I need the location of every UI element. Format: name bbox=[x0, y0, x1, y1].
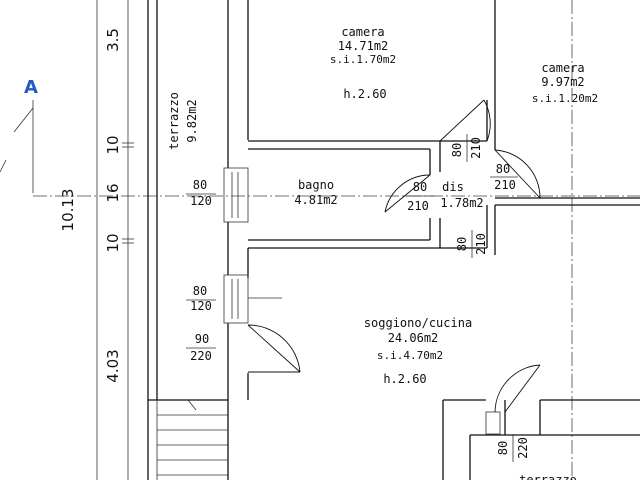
room-height: h.2.60 bbox=[343, 87, 386, 101]
opening-width: 80 bbox=[193, 284, 207, 298]
door-swing bbox=[384, 174, 431, 213]
room-height: h.2.60 bbox=[383, 372, 426, 386]
room-name: camera bbox=[341, 25, 384, 39]
room-si: s.i.4.70m2 bbox=[377, 349, 443, 362]
window-bagno bbox=[223, 167, 249, 223]
walls bbox=[147, 0, 640, 480]
room-terrazzo-1: terrazzo 9.82m2 bbox=[167, 92, 199, 150]
door-swing bbox=[483, 99, 491, 142]
room-name: terrazzo bbox=[519, 473, 577, 480]
staircase bbox=[156, 399, 228, 480]
windows bbox=[223, 167, 501, 435]
opening-width: 80 bbox=[496, 441, 510, 455]
room-bagno: bagno 4.81m2 bbox=[294, 178, 337, 207]
doors bbox=[247, 99, 541, 413]
opening-height: 120 bbox=[190, 194, 212, 208]
room-name: camera bbox=[541, 61, 584, 75]
opening-width: 80 bbox=[193, 178, 207, 192]
dimension-wall-b: 10 bbox=[104, 233, 122, 252]
room-terrazzo-2: terrazzo bbox=[519, 473, 577, 480]
room-soggiorno: soggiono/cucina 24.06m2 s.i.4.70m2 h.2.6… bbox=[364, 316, 472, 386]
opening-width: 80 bbox=[496, 162, 510, 176]
room-area: 14.71m2 bbox=[338, 39, 389, 53]
dimension-chain: 3.5 10 16 10 4.03 10.13 bbox=[59, 0, 134, 480]
opening-height: 210 bbox=[407, 199, 429, 213]
opening-height: 220 bbox=[190, 349, 212, 363]
window-terrazzo bbox=[485, 411, 501, 435]
opening-labels: 80 210 80 210 80 210 80 210 80 120 80 12… bbox=[186, 134, 530, 462]
opening-width: 90 bbox=[195, 332, 209, 346]
opening-height: 210 bbox=[494, 178, 516, 192]
room-area: 9.97m2 bbox=[541, 75, 584, 89]
window-soggiorno bbox=[223, 274, 249, 324]
room-name: bagno bbox=[298, 178, 334, 192]
section-marker-label: A bbox=[24, 77, 38, 98]
door-leaf bbox=[247, 324, 301, 373]
opening-height: 120 bbox=[190, 299, 212, 313]
stair-arrow bbox=[187, 399, 197, 411]
section-arrow bbox=[13, 107, 34, 133]
door-leaf bbox=[494, 149, 541, 199]
room-si: s.i.1.70m2 bbox=[330, 53, 396, 66]
opening-width: 80 bbox=[413, 180, 427, 194]
opening-height: 220 bbox=[516, 437, 530, 459]
door-leaf bbox=[504, 364, 541, 413]
room-dis: dis 1.78m2 bbox=[440, 180, 483, 210]
dimension-top: 3.5 bbox=[104, 28, 122, 52]
room-camera-1: camera 14.71m2 s.i.1.70m2 h.2.60 bbox=[330, 25, 396, 101]
door-leaf bbox=[439, 99, 485, 142]
dimension-corridor: 16 bbox=[104, 183, 122, 202]
section-tick bbox=[0, 159, 7, 173]
room-name: dis bbox=[442, 180, 464, 194]
room-area: 1.78m2 bbox=[440, 196, 483, 210]
dimension-bottom: 4.03 bbox=[104, 349, 122, 382]
room-name: soggiono/cucina bbox=[364, 316, 472, 330]
room-area: 9.82m2 bbox=[185, 99, 199, 142]
dimension-total: 10.13 bbox=[59, 189, 77, 232]
room-name: terrazzo bbox=[167, 92, 181, 150]
section-marker: A bbox=[0, 77, 38, 193]
door-swing bbox=[494, 149, 541, 199]
dimension-wall-a: 10 bbox=[104, 135, 122, 154]
room-si: s.i.1.20m2 bbox=[532, 92, 598, 105]
opening-width: 80 bbox=[455, 237, 469, 251]
door-swing bbox=[247, 324, 301, 373]
opening-height: 210 bbox=[474, 233, 488, 255]
room-camera-2: camera 9.97m2 s.i.1.20m2 bbox=[532, 61, 598, 105]
opening-width: 80 bbox=[450, 143, 464, 157]
room-area: 24.06m2 bbox=[388, 331, 439, 345]
door-swing bbox=[494, 364, 541, 413]
door-leaf bbox=[384, 174, 431, 213]
room-area: 4.81m2 bbox=[294, 193, 337, 207]
opening-height: 210 bbox=[469, 137, 483, 159]
